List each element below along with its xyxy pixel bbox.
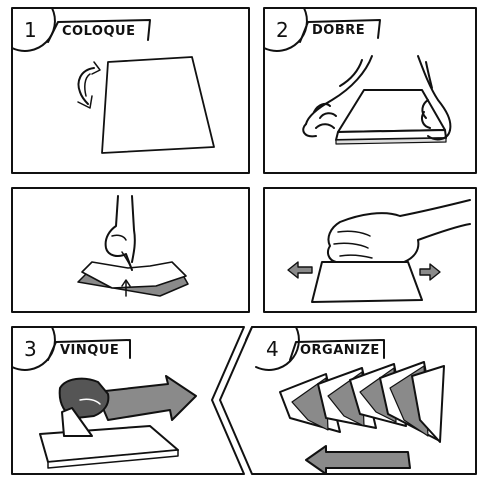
- step-3-number: 3: [24, 337, 37, 361]
- big-left-arrow-icon: [306, 446, 410, 474]
- step-4-label: ORGANIZE: [300, 343, 380, 358]
- step-2-number: 2: [276, 18, 289, 42]
- rotate-arrow-icon: [78, 62, 100, 108]
- panel-press-center: [12, 188, 249, 312]
- step-2-label: DOBRE: [312, 23, 365, 38]
- step-1-number: 1: [24, 18, 37, 42]
- step-3-label: VINQUE: [60, 343, 119, 358]
- creasing-hand-icon: [60, 379, 109, 436]
- big-right-arrow-icon: [96, 376, 196, 420]
- left-arrow-icon: [288, 262, 312, 278]
- panel-step-3: [12, 327, 244, 474]
- pressing-hand-icon: [106, 196, 135, 270]
- panel-press-flat: [264, 188, 476, 312]
- fanned-papers: [280, 362, 444, 442]
- right-arrow-icon: [420, 264, 440, 280]
- step-1-label: COLOQUE: [62, 24, 135, 39]
- flat-hand-icon: [328, 200, 470, 262]
- paper-sheet: [102, 57, 214, 153]
- flat-paper: [312, 262, 422, 302]
- step-4-number: 4: [266, 337, 279, 361]
- panel-step-2: [264, 8, 476, 173]
